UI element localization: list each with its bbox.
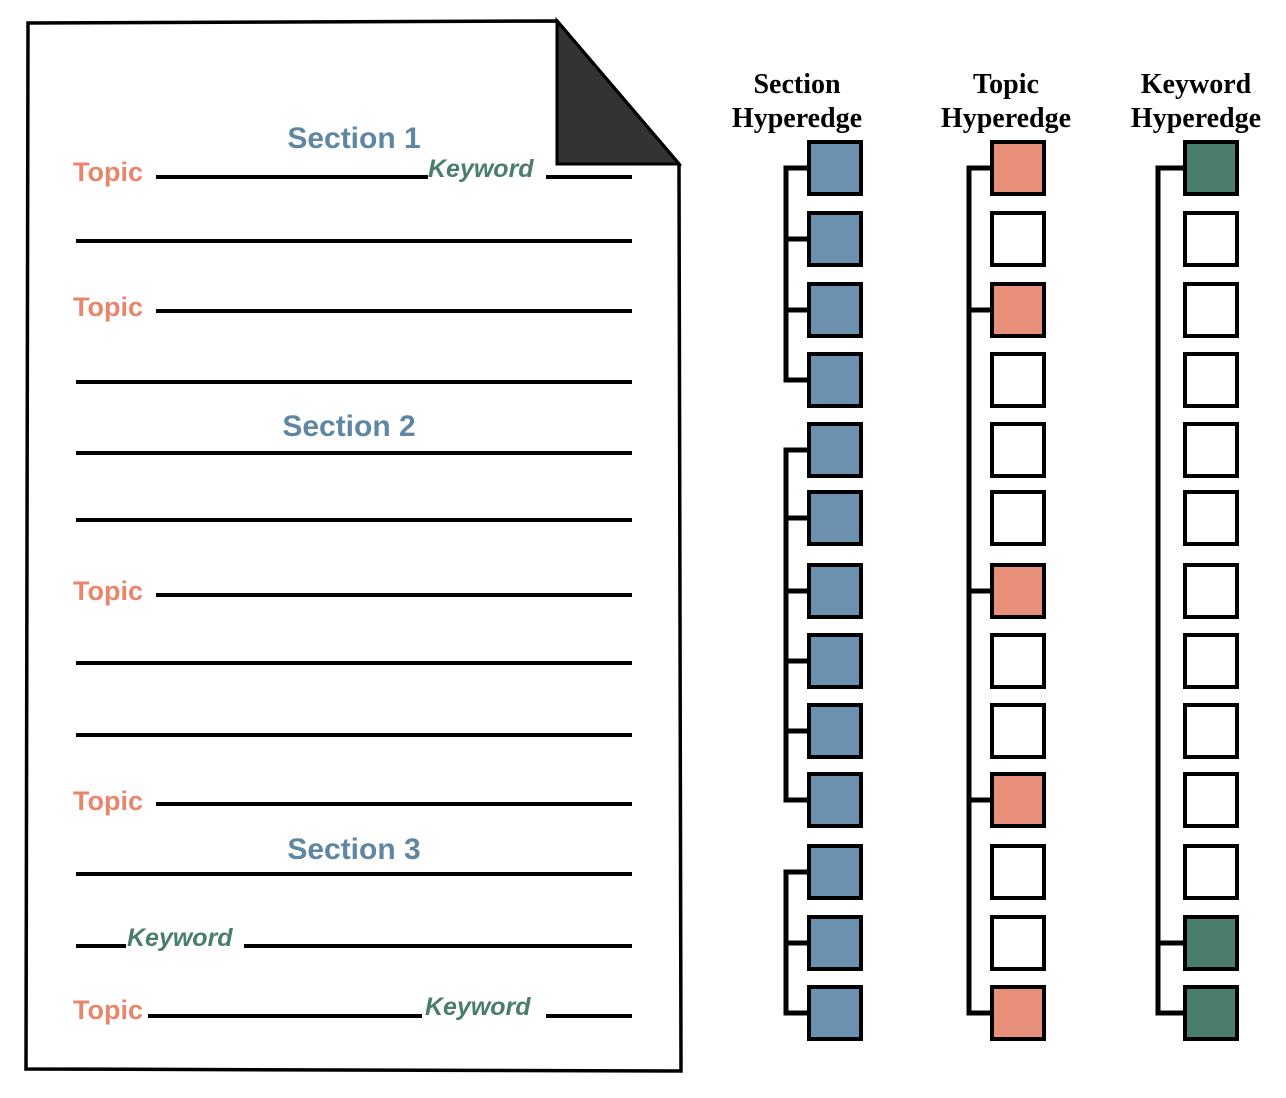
empty-node (1183, 703, 1239, 759)
section-node (807, 844, 863, 900)
document-page: Section 1 Section 2 Section 3 Topic Topi… (24, 16, 683, 1073)
section-node (807, 985, 863, 1041)
empty-node (990, 915, 1046, 971)
hyperedge-headers: Section Hyperedge Topic Hyperedge Keywor… (732, 69, 1261, 134)
empty-node (1183, 282, 1239, 338)
section-node (807, 422, 863, 478)
section-hyperedge-column (783, 140, 863, 1041)
topic-hyperedge-header: Hyperedge (941, 103, 1071, 134)
empty-node (990, 422, 1046, 478)
topic-hyperedge-header: Topic (973, 69, 1039, 100)
section-label: Section 1 (287, 122, 420, 155)
topic-hyperedge-column (966, 140, 1046, 1041)
section-label: Section 3 (287, 833, 420, 866)
section-node (807, 915, 863, 971)
section-node (807, 211, 863, 267)
topic-label: Topic (73, 157, 143, 187)
empty-node (1183, 563, 1239, 619)
empty-node (990, 703, 1046, 759)
topic-label: Topic (73, 786, 143, 816)
empty-node (990, 211, 1046, 267)
keyword-node (1183, 985, 1239, 1041)
empty-node (990, 844, 1046, 900)
empty-node (1183, 211, 1239, 267)
document-text-lines (76, 175, 632, 1018)
empty-node (1183, 352, 1239, 408)
topic-label: Topic (73, 292, 143, 322)
topic-node (990, 282, 1046, 338)
section-node (807, 563, 863, 619)
topic-label: Topic (73, 995, 143, 1025)
empty-node (990, 490, 1046, 546)
section-node (807, 140, 863, 196)
empty-node (990, 352, 1046, 408)
document-page-outline (24, 19, 683, 1073)
empty-node (1183, 844, 1239, 900)
empty-node (1183, 772, 1239, 828)
keyword-hyperedge-header: Hyperedge (1131, 103, 1261, 134)
topic-node (990, 140, 1046, 196)
section-node (807, 352, 863, 408)
keyword-node (1183, 140, 1239, 196)
empty-node (990, 633, 1046, 689)
section-label: Section 2 (282, 410, 415, 443)
empty-node (1183, 490, 1239, 546)
section-node (807, 703, 863, 759)
topic-node (990, 772, 1046, 828)
empty-node (1183, 633, 1239, 689)
topic-label: Topic (73, 576, 143, 606)
section-node (807, 490, 863, 546)
keyword-label: Keyword (428, 155, 534, 183)
keyword-hyperedge-column (1155, 140, 1239, 1041)
section-hyperedge-header: Section (753, 69, 841, 100)
section-node (807, 282, 863, 338)
section-hyperedge-header: Hyperedge (732, 103, 862, 134)
keyword-label: Keyword (425, 993, 531, 1021)
page-fold-corner (555, 16, 683, 166)
keyword-node (1183, 915, 1239, 971)
section-node (807, 633, 863, 689)
topic-node (990, 563, 1046, 619)
keyword-label: Keyword (127, 924, 233, 952)
empty-node (1183, 422, 1239, 478)
keyword-hyperedge-header: Keyword (1141, 69, 1252, 100)
topic-node (990, 985, 1046, 1041)
section-node (807, 772, 863, 828)
